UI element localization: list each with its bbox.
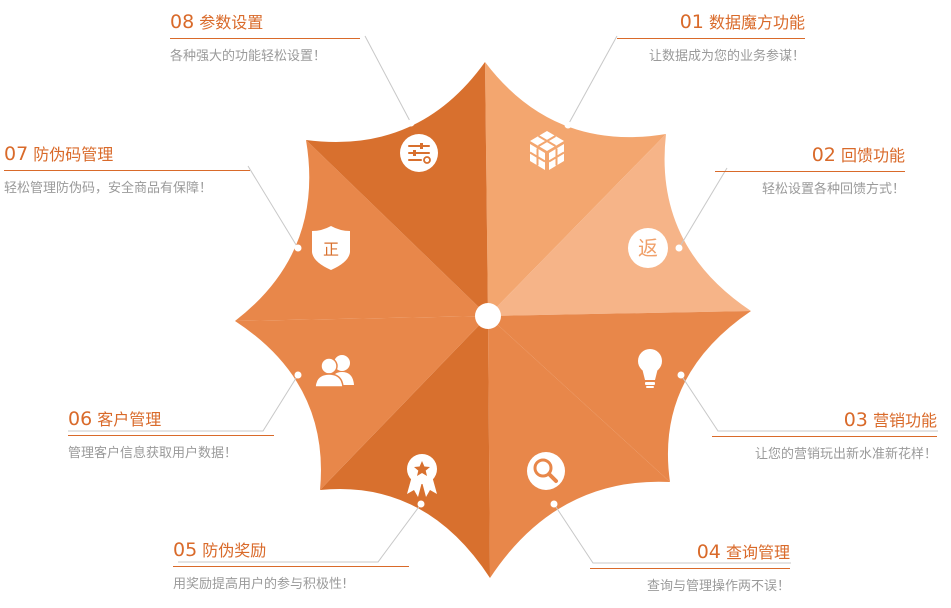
feature-05-number: 05 xyxy=(173,539,198,561)
feature-08-label: 08 参数设置 各种强大的功能轻松设置！ xyxy=(170,12,360,65)
umbrella-panel-8 xyxy=(306,62,488,316)
feature-03-label: 03 营销功能 让您的营销玩出新水准新花样！ xyxy=(712,410,937,463)
feature-04-rule xyxy=(590,568,790,569)
leader-dot-02 xyxy=(675,244,683,252)
feature-01-title: 数据魔方功能 xyxy=(708,13,805,32)
leader-dot-06 xyxy=(294,371,302,379)
feature-02-title-row: 02 回馈功能 xyxy=(715,145,905,166)
feature-05-title-row: 05 防伪奖励 xyxy=(173,540,409,561)
umbrella-panel-2 xyxy=(488,134,751,316)
leader-dot-04 xyxy=(550,500,558,508)
feature-01-desc: 让数据成为您的业务参谋！ xyxy=(648,49,805,64)
return-badge-icon: 返 xyxy=(628,228,668,268)
feature-05-title: 防伪奖励 xyxy=(202,541,267,560)
feature-05-desc: 用奖励提高用户的参与积极性! xyxy=(173,577,348,592)
feature-04-number: 04 xyxy=(696,541,721,563)
leader-dot-01 xyxy=(564,121,572,129)
feature-04-title-row: 04 查询管理 xyxy=(590,542,790,563)
feature-04-title: 查询管理 xyxy=(725,543,790,562)
magnifier-icon xyxy=(527,452,565,490)
feature-06-title: 客户管理 xyxy=(97,410,162,429)
umbrella-panel-4 xyxy=(488,316,670,578)
feature-05-label: 05 防伪奖励 用奖励提高用户的参与积极性! xyxy=(173,540,409,593)
feature-03-title-row: 03 营销功能 xyxy=(712,410,937,431)
feature-02-rule xyxy=(715,171,905,172)
feature-06-title-row: 06 客户管理 xyxy=(68,409,274,430)
feature-04-label: 04 查询管理 查询与管理操作两不误！ xyxy=(590,542,790,595)
umbrella-panel-7 xyxy=(235,140,488,321)
leader-line-03 xyxy=(680,374,938,432)
feature-07-rule xyxy=(4,170,250,171)
leader-line-07 xyxy=(247,165,299,249)
feature-07-title-row: 07 防伪码管理 xyxy=(4,144,250,165)
leader-line-01 xyxy=(567,35,618,126)
feature-08-title: 参数设置 xyxy=(199,13,264,32)
feature-01-title-row: 01 数据魔方功能 xyxy=(617,12,805,33)
cube-icon xyxy=(529,131,565,170)
feature-07-title: 防伪码管理 xyxy=(33,145,114,164)
feature-02-desc: 轻松设置各种回馈方式！ xyxy=(761,182,905,197)
leader-lines xyxy=(68,35,938,564)
feature-04-desc: 查询与管理操作两不误！ xyxy=(646,579,790,594)
feature-05-rule xyxy=(173,566,409,567)
leader-dot-05 xyxy=(417,500,425,508)
feature-03-rule xyxy=(712,436,937,437)
leader-line-02 xyxy=(678,167,728,249)
umbrella-panel-3 xyxy=(488,311,751,482)
feature-06-number: 06 xyxy=(68,408,93,430)
feature-06-desc: 管理客户信息获取用户数据！ xyxy=(68,446,238,461)
leader-line-04 xyxy=(553,503,791,564)
feature-02-label: 02 回馈功能 轻松设置各种回馈方式！ xyxy=(715,145,905,198)
center-hub xyxy=(475,303,501,329)
leader-line-05 xyxy=(178,503,422,563)
leader-dot-03 xyxy=(677,371,685,379)
umbrella-panel-5 xyxy=(320,316,490,578)
feature-03-title: 营销功能 xyxy=(872,411,937,430)
award-ribbon-icon xyxy=(407,454,437,497)
feature-06-label: 06 客户管理 管理客户信息获取用户数据！ xyxy=(68,409,274,462)
feature-08-desc: 各种强大的功能轻松设置！ xyxy=(170,49,327,64)
shield-text: 正 xyxy=(323,240,339,259)
feature-01-number: 01 xyxy=(679,11,704,33)
feature-08-number: 08 xyxy=(170,11,195,33)
feature-07-label: 07 防伪码管理 轻松管理防伪码，安全商品有保障！ xyxy=(4,144,250,197)
umbrella-segments xyxy=(235,62,751,578)
feature-08-title-row: 08 参数设置 xyxy=(170,12,360,33)
feature-03-desc: 让您的营销玩出新水准新花样！ xyxy=(754,447,937,462)
leader-dot-08 xyxy=(407,119,415,127)
settings-sliders-icon xyxy=(400,134,438,172)
feature-06-rule xyxy=(68,435,274,436)
feature-08-rule xyxy=(170,38,360,39)
feature-02-number: 02 xyxy=(811,144,836,166)
feature-07-number: 07 xyxy=(4,143,29,165)
leader-line-08 xyxy=(364,35,412,124)
users-icon xyxy=(314,355,354,388)
return-badge-text: 返 xyxy=(638,236,658,260)
feature-02-title: 回馈功能 xyxy=(840,146,905,165)
leader-dot-07 xyxy=(294,244,302,252)
lightbulb-icon xyxy=(638,349,662,388)
shield-icon: 正 xyxy=(312,226,350,270)
feature-07-desc: 轻松管理防伪码，安全商品有保障！ xyxy=(4,181,213,196)
feature-01-label: 01 数据魔方功能 让数据成为您的业务参谋！ xyxy=(617,12,805,65)
umbrella-panel-1 xyxy=(485,62,666,316)
umbrella-panel-6 xyxy=(235,316,488,490)
feature-03-number: 03 xyxy=(843,409,868,431)
leader-line-06 xyxy=(68,374,299,432)
feature-01-rule xyxy=(617,38,805,39)
